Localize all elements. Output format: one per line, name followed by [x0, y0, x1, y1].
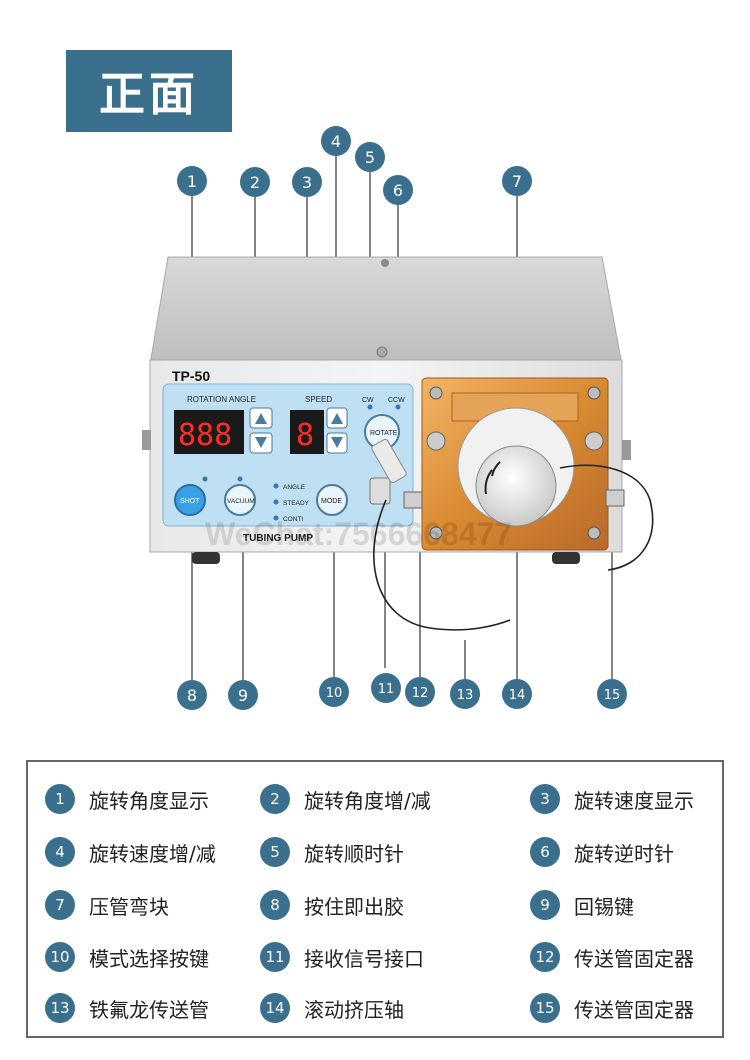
legend: 1 旋转角度显示 2 旋转角度增/减 3 旋转速度显示 4 旋转速度增/减 5 …	[26, 760, 724, 1038]
mode-button[interactable]	[316, 484, 348, 516]
legend-item: 12 传送管固定器	[530, 942, 694, 972]
legend-item: 10 模式选择按键	[45, 942, 209, 972]
speed-display-value: 8	[296, 418, 314, 453]
shot-button[interactable]	[174, 484, 206, 516]
callout-2: 2	[250, 173, 260, 192]
callout-6: 6	[393, 181, 403, 200]
callout-3: 3	[302, 173, 312, 192]
callout-15: 15	[604, 688, 621, 703]
legend-item: 9 回锡键	[530, 890, 634, 920]
angle-display	[174, 410, 244, 454]
mode-label: MODE	[321, 498, 342, 505]
legend-number: 15	[530, 993, 560, 1023]
legend-item: 7 压管弯块	[45, 890, 169, 920]
legend-text: 回锡键	[574, 894, 634, 919]
page-title: 正面	[66, 50, 232, 132]
legend-number: 14	[260, 993, 290, 1023]
legend-item: 14 滚动挤压轴	[260, 993, 404, 1023]
legend-text: 模式选择按键	[89, 946, 209, 971]
pump-head	[421, 377, 609, 551]
legend-item: 4 旋转速度增/减	[45, 837, 216, 867]
callout-5: 5	[365, 148, 375, 167]
callout-1: 1	[187, 172, 197, 191]
panel-name: TUBING PUMP	[243, 533, 313, 544]
legend-number: 3	[530, 784, 560, 814]
tube-fixer-left	[403, 491, 423, 509]
model-label: TP-50	[172, 368, 210, 384]
callout-14: 14	[509, 688, 526, 703]
legend-text: 旋转角度显示	[89, 788, 209, 813]
signal-connector	[369, 438, 407, 505]
legend-number: 10	[45, 942, 75, 972]
legend-number: 13	[45, 993, 75, 1023]
callout-badges: 1 2 3 4 5 6 7 8 9 10 11 12 13 14 15	[177, 126, 627, 710]
legend-number: 9	[530, 890, 560, 920]
legend-number: 4	[45, 837, 75, 867]
callout-12: 12	[412, 686, 429, 701]
legend-text: 旋转顺时针	[304, 841, 404, 866]
ccw-label: CCW	[388, 397, 405, 404]
legend-item: 2 旋转角度增/减	[260, 784, 431, 814]
legend-item: 8 按住即出胶	[260, 890, 404, 920]
legend-text: 铁氟龙传送管	[89, 997, 209, 1022]
arrow-up-icon	[331, 413, 343, 424]
legend-number: 7	[45, 890, 75, 920]
legend-number: 5	[260, 837, 290, 867]
arrow-up-icon	[255, 413, 267, 424]
legend-item: 3 旋转速度显示	[530, 784, 694, 814]
cw-label: CW	[362, 397, 374, 404]
legend-text: 传送管固定器	[574, 946, 694, 971]
teflon-tube	[373, 464, 654, 631]
pump-diagram: TP-50 ROTATION ANGLE 888 SPEED 8 CW CCW …	[142, 126, 654, 710]
legend-item: 6 旋转逆时针	[530, 837, 674, 867]
legend-item: 5 旋转顺时针	[260, 837, 404, 867]
legend-number: 8	[260, 890, 290, 920]
callout-4: 4	[331, 132, 341, 151]
mode-option-steady: STEADY	[283, 500, 310, 507]
vacuum-label: VACUUM	[227, 498, 255, 505]
legend-number: 2	[260, 784, 290, 814]
rotate-label: ROTATE	[370, 430, 398, 437]
roller-shaft	[475, 445, 557, 527]
legend-text: 按住即出胶	[304, 894, 404, 919]
speed-display	[290, 410, 324, 454]
arrow-down-icon	[255, 437, 267, 448]
legend-text: 接收信号接口	[304, 946, 424, 971]
legend-number: 12	[530, 942, 560, 972]
angle-display-value: 888	[178, 418, 232, 453]
tube-fixer-right	[605, 489, 625, 507]
legend-item: 11 接收信号接口	[260, 942, 424, 972]
legend-number: 1	[45, 784, 75, 814]
legend-text: 旋转速度增/减	[89, 841, 216, 866]
speed-label: SPEED	[305, 395, 332, 404]
callout-7: 7	[512, 172, 522, 191]
legend-number: 11	[260, 942, 290, 972]
legend-text: 旋转逆时针	[574, 841, 674, 866]
callout-8: 8	[187, 686, 197, 705]
legend-text: 压管弯块	[89, 894, 169, 919]
mode-option-conti: CONTI	[283, 516, 303, 523]
mode-option-angle: ANGLE	[283, 484, 306, 491]
legend-text: 旋转速度显示	[574, 788, 694, 813]
legend-text: 旋转角度增/减	[304, 788, 431, 813]
legend-item: 13 铁氟龙传送管	[45, 993, 209, 1023]
callout-13: 13	[457, 688, 474, 703]
rotation-angle-label: ROTATION ANGLE	[187, 395, 256, 404]
watermark: WeChat:7566668477	[205, 516, 512, 552]
callout-9: 9	[238, 686, 248, 705]
control-panel: TP-50 ROTATION ANGLE 888 SPEED 8 CW CCW …	[162, 368, 414, 544]
legend-number: 6	[530, 837, 560, 867]
vacuum-button[interactable]	[224, 484, 256, 516]
callout-11: 11	[378, 682, 395, 697]
legend-item: 15 传送管固定器	[530, 993, 694, 1023]
legend-item: 1 旋转角度显示	[45, 784, 209, 814]
callout-10: 10	[326, 686, 343, 701]
legend-text: 滚动挤压轴	[304, 997, 404, 1022]
legend-text: 传送管固定器	[574, 997, 694, 1022]
shot-label: SHOT	[180, 498, 200, 505]
arrow-down-icon	[331, 437, 343, 448]
